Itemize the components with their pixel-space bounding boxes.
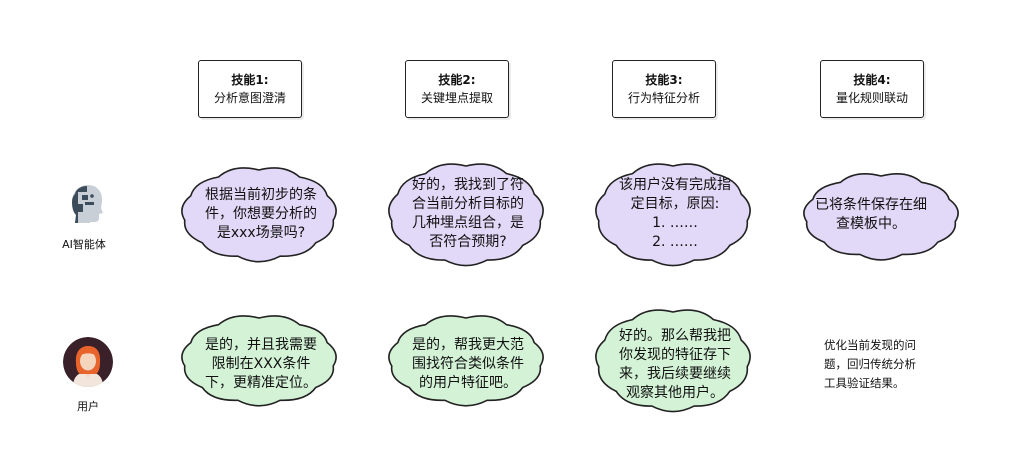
message-line: 好的，我找到了符 xyxy=(412,177,524,193)
user-label: 用户 xyxy=(77,400,99,413)
skill-name: 量化规则联动 xyxy=(835,91,908,105)
agent-message-3: 该用户没有完成指 定目标，原因: 1. …… 2. …… xyxy=(600,176,750,252)
message-line: 是的，帮我更大范 xyxy=(412,337,524,353)
user-message-1: 是的，并且我需要 限制在XXX条件 下，更精准定位。 xyxy=(186,336,336,393)
agent-bubble-4 xyxy=(803,173,959,261)
skill-box-2: 技能2: 关键埋点提取 xyxy=(405,60,509,118)
message-line: 观察其他用户。 xyxy=(626,385,724,401)
skill-title: 技能2: xyxy=(438,73,476,87)
agent-message-4: 已将条件保存在细 查模板中。 xyxy=(796,196,946,234)
agent-bubble-3 xyxy=(595,163,751,267)
agent-bubble-2 xyxy=(388,163,544,267)
message-line: 好的。那么帮我把 xyxy=(619,328,731,344)
message-line: 是的，并且我需要 xyxy=(205,337,317,353)
agent-message-2: 好的，我找到了符 合当前分析目标的 几种埋点组合，是 否符合预期? xyxy=(393,176,543,252)
message-line: 你发现的特征存下 xyxy=(619,347,731,363)
user-bubble-1 xyxy=(181,315,337,407)
message-line: 根据当前初步的条 xyxy=(205,187,317,203)
user-message-3: 好的。那么帮我把 你发现的特征存下 来，我后续要继续 观察其他用户。 xyxy=(600,327,750,403)
message-line: 件，你想要分析的 xyxy=(205,206,317,222)
message-line: 否符合预期? xyxy=(429,234,507,250)
user-bubble-3 xyxy=(595,309,751,413)
message-line: 的用户特征吧。 xyxy=(419,375,517,391)
message-line: 限制在XXX条件 xyxy=(211,356,311,372)
user-note: 优化当前发现的问 题，回归传统分析 工具验证结果。 xyxy=(824,336,964,393)
note-line: 优化当前发现的问 xyxy=(824,338,916,352)
skill-name: 关键埋点提取 xyxy=(420,91,493,105)
skill-box-1: 技能1: 分析意图澄清 xyxy=(198,60,302,118)
message-line: 定目标，原因: xyxy=(630,196,720,212)
message-line: 来，我后续要继续 xyxy=(619,366,731,382)
message-line: 该用户没有完成指 xyxy=(619,177,731,193)
skill-box-4: 技能4: 量化规则联动 xyxy=(820,60,924,118)
skill-title: 技能3: xyxy=(645,73,683,87)
skill-box-3: 技能3: 行为特征分析 xyxy=(612,60,716,118)
user-avatar-icon xyxy=(63,337,113,387)
user-bubble-2 xyxy=(388,315,544,407)
skill-name: 行为特征分析 xyxy=(627,91,700,105)
message-line: 是xxx场景吗? xyxy=(216,225,306,241)
message-line: 合当前分析目标的 xyxy=(412,196,524,212)
message-line: 下，更精准定位。 xyxy=(205,375,317,391)
skill-title: 技能1: xyxy=(231,73,269,87)
message-line: 已将条件保存在细 xyxy=(815,197,927,213)
message-line: 几种埋点组合，是 xyxy=(412,215,524,231)
message-line: 查模板中。 xyxy=(836,216,906,232)
user-message-2: 是的，帮我更大范 围找符合类似条件 的用户特征吧。 xyxy=(393,336,543,393)
skill-title: 技能4: xyxy=(853,73,891,87)
agent-bubble-1 xyxy=(181,167,337,263)
message-line: 1. …… xyxy=(652,215,698,231)
agent-label: AI智能体 xyxy=(62,238,106,251)
skill-name: 分析意图澄清 xyxy=(213,91,286,105)
message-line: 2. …… xyxy=(652,234,698,250)
note-line: 题，回归传统分析 xyxy=(824,357,916,371)
message-line: 围找符合类似条件 xyxy=(412,356,524,372)
robot-head-icon xyxy=(72,185,103,223)
agent-message-1: 根据当前初步的条 件，你想要分析的 是xxx场景吗? xyxy=(186,186,336,243)
note-line: 工具验证结果。 xyxy=(824,376,905,390)
